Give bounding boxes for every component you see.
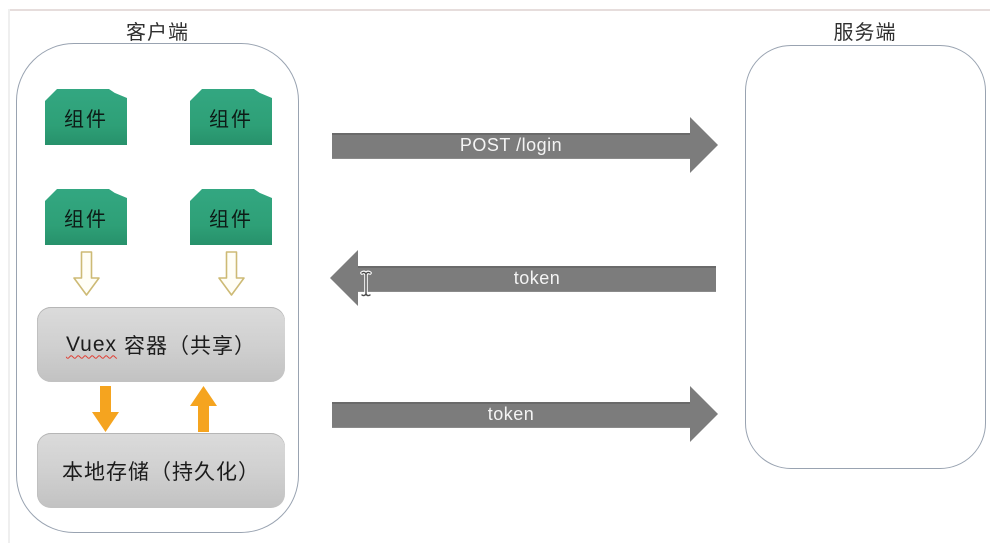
arrow-head-right-icon [690,117,718,173]
arrow-head-left-icon [330,250,358,306]
local-storage-box: 本地存储（持久化） [37,433,285,508]
text-cursor-icon [360,270,372,298]
vuex-store-box: Vuex 容器（共享） [37,307,285,382]
orange-up-arrow-icon [190,386,217,432]
token-response-arrow-label: token [513,268,561,288]
arrow-shaft [358,265,716,292]
local-storage-label: 本地存储（持久化） [62,460,260,484]
client-title: 客户端 [126,22,189,44]
server-title: 服务端 [833,22,897,44]
component-label: 组件 [209,108,253,131]
hollow-down-arrow-icon [73,251,100,296]
arrow-head-right-icon [690,386,718,442]
post-login-arrow-label: POST /login [459,135,563,155]
component-label: 组件 [64,208,108,231]
frame-top-edge [8,9,990,11]
token-request-arrow: token [332,386,718,443]
arrow-shaft [332,401,690,428]
token-request-arrow-label: token [487,404,535,424]
vuex-keyword: Vuex [65,332,118,356]
vuex-box-label: 容器（共享） [124,334,257,358]
component-label: 组件 [209,208,253,231]
component-label: 组件 [64,108,108,131]
frame-left-edge [8,9,10,543]
arrow-shaft [332,132,690,159]
token-response-arrow: token [330,250,716,307]
server-container [745,45,986,469]
orange-down-arrow-icon [92,386,119,432]
component-card: 组件 [190,89,272,145]
component-card: 组件 [45,89,127,145]
post-login-arrow: POST /login [332,117,718,174]
component-card: 组件 [45,189,127,245]
hollow-down-arrow-icon [218,251,245,296]
component-card: 组件 [190,189,272,245]
